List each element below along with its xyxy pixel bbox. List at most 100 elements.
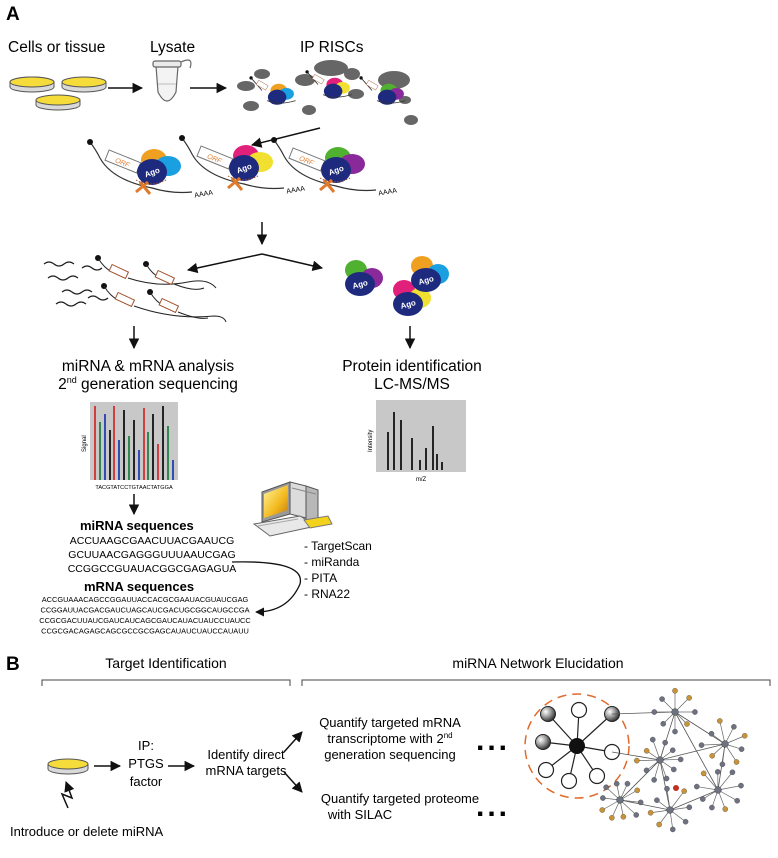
network-node bbox=[730, 770, 735, 775]
network-node bbox=[682, 788, 687, 793]
lysate-label: Lysate bbox=[150, 39, 195, 56]
identify-line2: mRNA targets bbox=[206, 763, 287, 778]
ago-complex: Ago bbox=[411, 256, 449, 292]
quant-protein-line1: Quantify targeted proteome bbox=[321, 791, 479, 806]
network-graph bbox=[600, 688, 748, 832]
network-node bbox=[684, 721, 689, 726]
network-node bbox=[692, 709, 697, 714]
network-node bbox=[717, 718, 722, 723]
mirna-hub-node bbox=[569, 738, 585, 754]
polya-tail: AAAA bbox=[194, 189, 214, 199]
mrna-seq: CCGCGACAGAGCAGCGCCGCGAGCAUAUCUAUCCAUAUU bbox=[41, 627, 249, 636]
quant-mrna-line3: generation sequencing bbox=[324, 747, 456, 762]
ms-ylabel: Intensity bbox=[368, 430, 374, 452]
polya-tail: AAAA bbox=[286, 185, 306, 195]
seq-ylabel: Signal bbox=[82, 435, 88, 452]
mrna-seq: CCGGAUUACGACGAUCUAGCAUCGACUGCGGCAUGCCGA bbox=[40, 606, 249, 615]
mrna-cap bbox=[179, 135, 185, 141]
mrna-seq: CCGCGACUUAUCGAUCAUCAGCGAUCAUACUAUCCUAUCC bbox=[39, 616, 251, 625]
network-node bbox=[678, 757, 683, 762]
network-node bbox=[673, 785, 679, 791]
arrow-to-quant-mrna bbox=[284, 732, 302, 752]
network-node bbox=[634, 758, 639, 763]
tool-item: - miRanda bbox=[304, 555, 360, 569]
computer-icon bbox=[254, 482, 332, 536]
network-node bbox=[734, 759, 739, 764]
network-edge bbox=[675, 712, 725, 744]
network-node bbox=[699, 743, 704, 748]
arrow-ip-to-riscs bbox=[252, 128, 320, 145]
network-node bbox=[663, 740, 668, 745]
network-edge bbox=[660, 744, 725, 760]
network-node bbox=[709, 731, 714, 736]
network-node bbox=[650, 737, 655, 742]
culture-dishes bbox=[10, 77, 106, 110]
network-hub-node bbox=[722, 741, 729, 748]
mirna-seq: ACCUAAGCGAACUUACGAAUCG bbox=[70, 535, 235, 547]
network-node bbox=[600, 807, 605, 812]
protein-id-line2: LC-MS/MS bbox=[374, 376, 450, 393]
network-node bbox=[625, 781, 630, 786]
arrow-split-left bbox=[188, 254, 262, 270]
network-hub-node bbox=[657, 757, 664, 764]
network-node bbox=[664, 786, 669, 791]
mrna-seq: ACCGUAAACAGCCGGAUUACCACGCGAAUACGUAUCGAG bbox=[42, 595, 249, 604]
introduce-label: Introduce or delete miRNA bbox=[10, 824, 164, 839]
mass-spec-chart: Intensity m/Z bbox=[368, 400, 466, 483]
lysate-tube-icon bbox=[153, 60, 191, 101]
mrna-cap bbox=[87, 139, 93, 145]
quant-mrna-line2: transcriptome with 2nd bbox=[327, 731, 452, 746]
mirna-seq: CCGGCCGUAUACGGCGAGAGUA bbox=[68, 563, 237, 575]
network-bracket bbox=[302, 680, 770, 686]
network-hub-node bbox=[715, 787, 722, 794]
sequencing-chromatogram: Signal TACGTATCCTGTAACTATGGA bbox=[82, 402, 178, 491]
network-node bbox=[661, 721, 666, 726]
target-node bbox=[539, 763, 554, 778]
target-node bbox=[572, 703, 587, 718]
quant-mrna-line1: Quantify targeted mRNA bbox=[319, 715, 461, 730]
panel-b-label: B bbox=[6, 654, 20, 675]
network-node bbox=[731, 724, 736, 729]
network-node bbox=[672, 688, 677, 693]
network-node bbox=[648, 810, 653, 815]
ip-label-1: IP: bbox=[138, 738, 154, 753]
target-id-bracket bbox=[42, 680, 290, 686]
network-hub-node bbox=[672, 709, 679, 716]
ip-riscs-illustration bbox=[237, 60, 418, 125]
network-node bbox=[720, 762, 725, 767]
ip-riscs-label: IP RISCs bbox=[300, 39, 364, 56]
mirna-seq-title: miRNA sequences bbox=[80, 518, 194, 533]
network-hub-node bbox=[667, 807, 674, 814]
network-node bbox=[672, 729, 677, 734]
tool-item: - PITA bbox=[304, 571, 337, 585]
network-node bbox=[652, 777, 657, 782]
network-node bbox=[621, 814, 626, 819]
network-node bbox=[634, 812, 639, 817]
protein-id-line1: Protein identification bbox=[342, 358, 482, 375]
network-node bbox=[738, 783, 743, 788]
network-node bbox=[735, 798, 740, 803]
network-node bbox=[723, 807, 728, 812]
network-edge bbox=[620, 800, 670, 810]
network-node bbox=[700, 796, 705, 801]
network-node bbox=[614, 781, 619, 786]
network-node bbox=[715, 769, 720, 774]
network-node bbox=[635, 788, 640, 793]
network-node bbox=[654, 798, 659, 803]
network-node bbox=[742, 733, 747, 738]
tool-item: - RNA22 bbox=[304, 587, 350, 601]
network-node bbox=[710, 753, 715, 758]
rna-fragments-illustration bbox=[44, 255, 226, 322]
seq-analysis-line2: 2nd generation sequencing bbox=[58, 375, 238, 393]
target-node bbox=[562, 774, 577, 789]
network-node bbox=[687, 805, 692, 810]
network-node bbox=[739, 747, 744, 752]
network-node bbox=[670, 827, 675, 832]
mrna-seq-title: mRNA sequences bbox=[84, 579, 194, 594]
seq-analysis-line1: miRNA & mRNA analysis bbox=[62, 358, 235, 375]
target-node bbox=[590, 769, 605, 784]
network-node bbox=[609, 815, 614, 820]
